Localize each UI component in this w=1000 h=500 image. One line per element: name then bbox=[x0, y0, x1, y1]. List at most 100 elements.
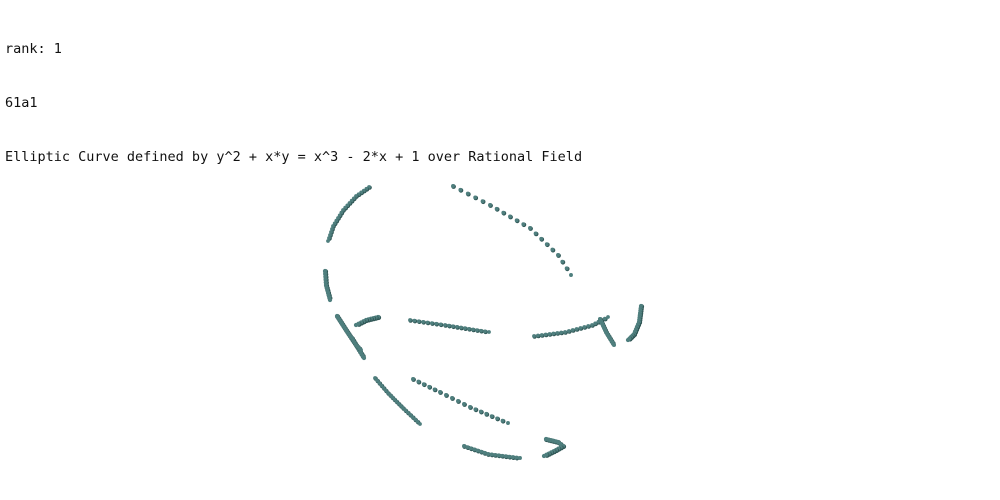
point-dot bbox=[487, 330, 491, 334]
point-dot bbox=[555, 331, 560, 335]
point-dot bbox=[379, 383, 384, 388]
point-dot bbox=[528, 226, 532, 230]
point-dot bbox=[465, 191, 470, 196]
point-dot bbox=[411, 377, 415, 381]
point-strand bbox=[322, 268, 333, 303]
point-dot bbox=[533, 231, 538, 236]
point-dot bbox=[489, 414, 494, 419]
point-dot bbox=[410, 415, 415, 420]
point-dot bbox=[625, 337, 631, 343]
point-dot bbox=[518, 456, 522, 460]
point-dot bbox=[489, 452, 494, 457]
point-dot bbox=[432, 387, 437, 392]
point-dot bbox=[359, 348, 363, 352]
point-dot bbox=[539, 333, 544, 337]
point-strand bbox=[350, 336, 363, 352]
point-dot bbox=[496, 453, 501, 458]
point-dot bbox=[514, 218, 519, 223]
point-dot bbox=[438, 390, 442, 394]
point-dot bbox=[327, 297, 333, 303]
point-dot bbox=[331, 224, 335, 228]
point-dot bbox=[493, 452, 498, 457]
point-dot bbox=[480, 199, 485, 204]
point-dot bbox=[415, 419, 420, 424]
point-dot bbox=[564, 266, 569, 271]
point-dot bbox=[373, 376, 377, 380]
point-dot bbox=[560, 259, 565, 264]
point-dot bbox=[412, 318, 417, 323]
point-dot bbox=[606, 315, 610, 319]
point-dot bbox=[459, 325, 463, 330]
point-dot bbox=[444, 393, 448, 397]
point-dot bbox=[521, 222, 526, 227]
point-dot bbox=[381, 386, 386, 390]
point-dot bbox=[353, 322, 359, 328]
point-dot bbox=[582, 325, 587, 329]
curve-info-header: rank: 1 61a1 Elliptic Curve defined by y… bbox=[5, 4, 582, 202]
point-dot bbox=[451, 184, 455, 188]
point-strand bbox=[326, 185, 372, 243]
point-dot bbox=[443, 323, 447, 327]
point-dot bbox=[456, 399, 460, 403]
point-dot bbox=[375, 378, 380, 383]
point-dot bbox=[468, 446, 473, 451]
point-dot bbox=[462, 444, 466, 448]
point-dot bbox=[326, 239, 330, 243]
point-dot bbox=[471, 327, 475, 332]
point-dot bbox=[427, 384, 432, 389]
point-strand bbox=[408, 318, 491, 335]
point-dot bbox=[475, 448, 480, 453]
point-dot bbox=[408, 412, 413, 417]
point-dot bbox=[563, 330, 567, 334]
point-dot bbox=[447, 323, 451, 328]
point-strand bbox=[625, 303, 645, 343]
point-dot bbox=[500, 453, 505, 458]
point-strand bbox=[373, 376, 422, 426]
point-dot bbox=[475, 328, 479, 332]
point-dot bbox=[339, 210, 344, 215]
point-dot bbox=[416, 379, 421, 384]
point-dot bbox=[377, 381, 382, 385]
point-strand bbox=[462, 444, 522, 461]
point-dot bbox=[430, 321, 434, 325]
point-dot bbox=[463, 326, 467, 331]
point-dot bbox=[334, 218, 339, 223]
point-dot bbox=[590, 323, 594, 327]
point-dot bbox=[383, 388, 388, 393]
point-dot bbox=[482, 450, 487, 455]
point-dot bbox=[458, 187, 463, 192]
point-dot bbox=[543, 332, 548, 337]
point-strand bbox=[597, 316, 617, 348]
point-dot bbox=[473, 407, 478, 412]
point-dot bbox=[484, 411, 489, 416]
point-dot bbox=[507, 454, 512, 459]
point-dot bbox=[570, 328, 575, 332]
point-dot bbox=[405, 410, 410, 415]
point-dot bbox=[486, 452, 490, 456]
point-dot bbox=[337, 213, 342, 218]
point-dot bbox=[408, 318, 412, 322]
point-dot bbox=[550, 247, 555, 252]
curve-description-text: Elliptic Curve defined by y^2 + x*y = x^… bbox=[5, 149, 583, 165]
point-dot bbox=[532, 334, 536, 338]
point-dot bbox=[586, 324, 591, 328]
point-dot bbox=[494, 206, 499, 211]
point-dot bbox=[462, 402, 466, 406]
point-dot bbox=[413, 417, 418, 422]
point-dot bbox=[556, 253, 560, 257]
point-dot bbox=[536, 333, 540, 338]
point-dot bbox=[478, 409, 483, 414]
point-strand bbox=[353, 314, 382, 328]
point-dot bbox=[559, 330, 563, 335]
point-dot bbox=[329, 230, 333, 234]
point-dot bbox=[418, 422, 422, 426]
curve-label-text: 61a1 bbox=[5, 95, 38, 111]
point-dot bbox=[341, 208, 345, 212]
point-dot bbox=[488, 203, 492, 207]
point-dot bbox=[479, 449, 484, 454]
point-dot bbox=[479, 328, 483, 333]
point-dot bbox=[468, 405, 472, 409]
point-dot bbox=[421, 320, 425, 324]
